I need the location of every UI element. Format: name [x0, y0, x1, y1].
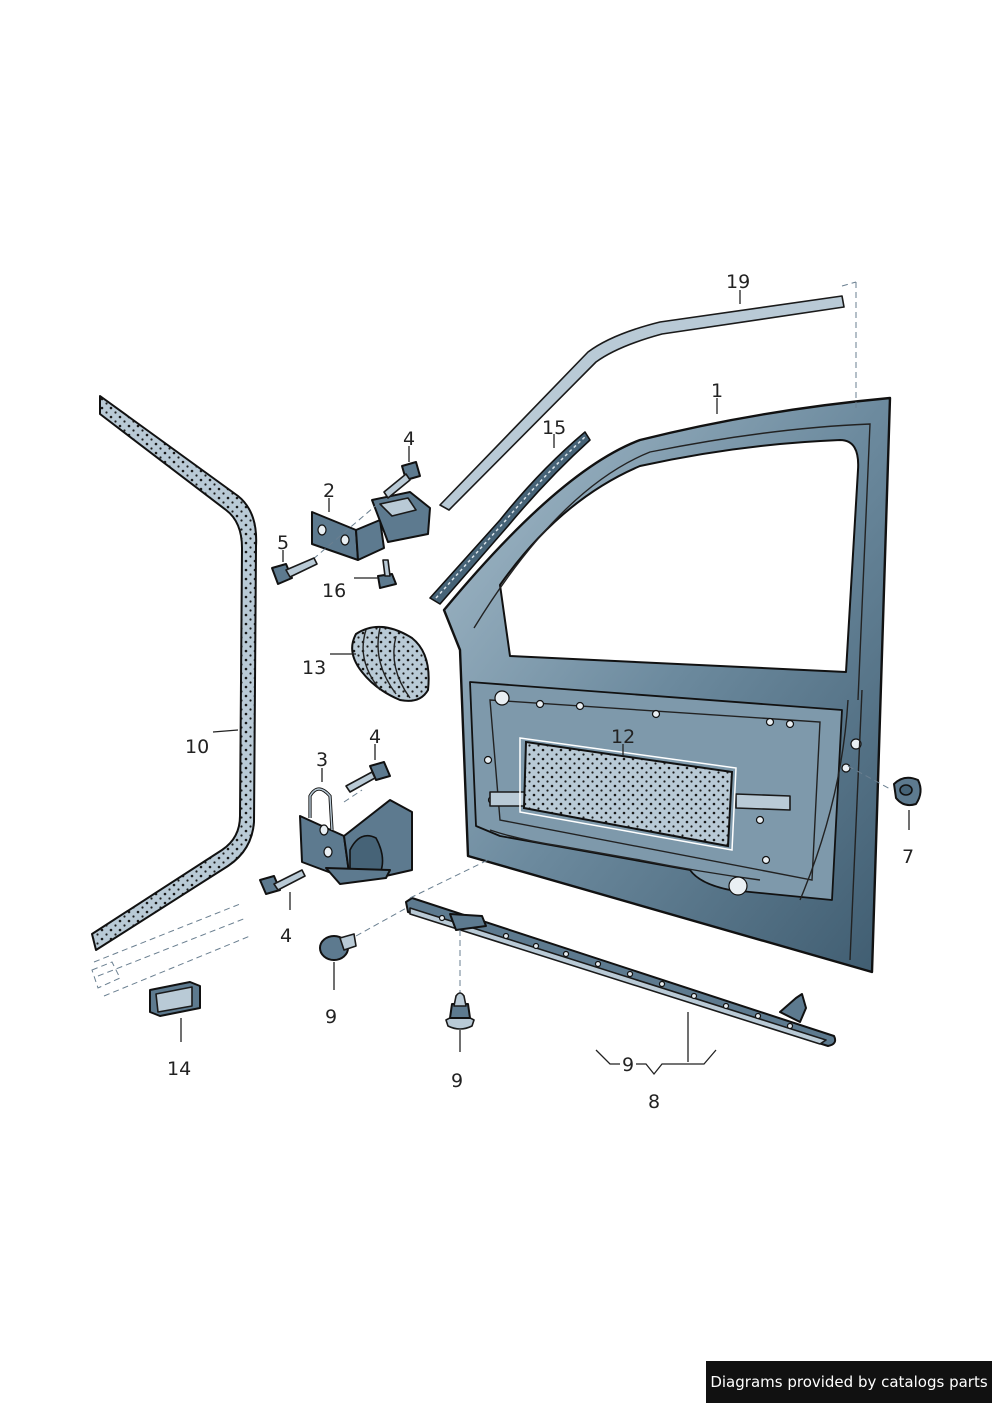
callout-8: 8 [648, 1091, 660, 1113]
callout-9-bracket: 9 [622, 1054, 634, 1076]
check-strap-bolt-lower [259, 869, 306, 895]
credit-text: Diagrams provided by catalogs parts [710, 1373, 988, 1391]
door-check-strap [299, 787, 413, 885]
callout-19: 19 [726, 271, 750, 293]
callout-14: 14 [167, 1058, 191, 1080]
callout-16: 16 [322, 580, 346, 602]
callout-4-middle: 4 [369, 726, 381, 748]
sealing-plug [319, 905, 411, 961]
callout-4-top: 4 [403, 428, 415, 450]
window-channel-seal [429, 431, 591, 605]
callout-1: 1 [711, 380, 723, 402]
callout-4-bottom: 4 [280, 925, 292, 947]
callout-5: 5 [277, 532, 289, 554]
sill-rail-holes [438, 914, 794, 1030]
sill-guide-lines [91, 903, 251, 997]
callout-9-left: 9 [325, 1006, 337, 1028]
sill-clip [149, 981, 201, 1017]
weather-seal-strip [91, 395, 258, 951]
hinge-bolt-upper [383, 461, 421, 499]
leader-lines [180, 290, 910, 1076]
cable-grommet [351, 626, 430, 702]
hex-screw [271, 557, 318, 585]
window-trim-strip [439, 295, 845, 511]
callout-labels: 19 1 15 4 2 5 16 13 4 12 10 3 7 4 9 9 14… [167, 271, 914, 1113]
callout-9-bottom: 9 [451, 1070, 463, 1092]
callout-2: 2 [323, 480, 335, 502]
rubber-grommet [847, 765, 922, 807]
callout-7: 7 [902, 846, 914, 868]
sound-deadening-pad [519, 737, 737, 851]
credit-badge: Diagrams provided by catalogs parts [706, 1361, 992, 1403]
upper-hinge [297, 491, 431, 573]
callout-15: 15 [542, 417, 566, 439]
callout-3: 3 [316, 749, 328, 771]
push-clip [445, 992, 475, 1030]
callout-13: 13 [302, 657, 326, 679]
check-strap-bolt-upper [345, 761, 391, 793]
callout-12: 12 [611, 726, 635, 748]
callout-10: 10 [185, 736, 209, 758]
sill-rail [405, 859, 837, 1047]
door-shell [442, 396, 892, 974]
small-screw [377, 559, 397, 589]
assembly-guide-lines [841, 281, 857, 408]
